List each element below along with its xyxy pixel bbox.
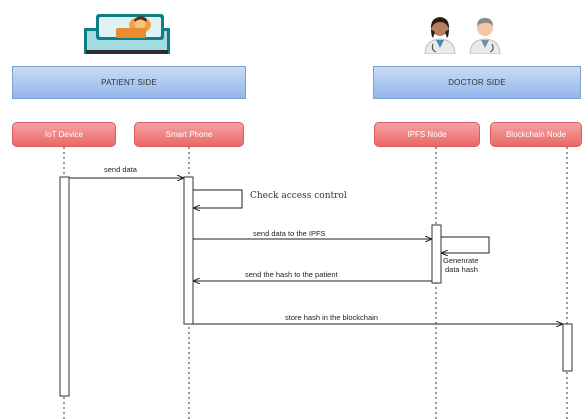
activation-blockchain-node	[562, 323, 573, 372]
actor-ipfs-node: IPFS Node	[374, 122, 480, 147]
actor-blockchain-node: Blockchain Node	[490, 122, 582, 147]
message-generate-line2: data hash	[445, 265, 478, 274]
message-generate-line1: Genenrate	[443, 256, 479, 265]
actor-label: IoT Device	[44, 130, 84, 139]
actor-smart-phone: Smart Phone	[134, 122, 244, 147]
patient-side-header: PATIENT SIDE	[12, 66, 246, 99]
doctor-side-title: DOCTOR SIDE	[448, 78, 506, 87]
female-doctor-icon	[424, 17, 456, 54]
activation-ipfs-node	[431, 224, 442, 284]
message-check-access: Check access control	[250, 191, 347, 201]
actor-label: IPFS Node	[407, 130, 447, 139]
actor-label: Blockchain Node	[505, 130, 567, 139]
patient-side-title: PATIENT SIDE	[101, 78, 157, 87]
arrow-generate-hash	[441, 236, 490, 253]
message-store-hash: store hash in the blockchain	[285, 313, 378, 322]
doctor-side-header: DOCTOR SIDE	[373, 66, 581, 99]
male-doctor-icon	[469, 18, 501, 54]
actor-iot-device: IoT Device	[12, 122, 116, 147]
activation-iot-device	[59, 176, 70, 397]
activation-smart-phone	[183, 176, 194, 325]
message-send-data: send data	[104, 165, 137, 174]
message-generate-hash: Genenrate data hash	[443, 256, 478, 274]
arrow-check-access	[193, 189, 243, 208]
actor-label: Smart Phone	[165, 130, 213, 139]
message-send-hash: send the hash to the patient	[245, 270, 338, 279]
message-send-ipfs: send data to the IPFS	[253, 229, 326, 238]
patient-in-bed-icon	[84, 14, 170, 54]
